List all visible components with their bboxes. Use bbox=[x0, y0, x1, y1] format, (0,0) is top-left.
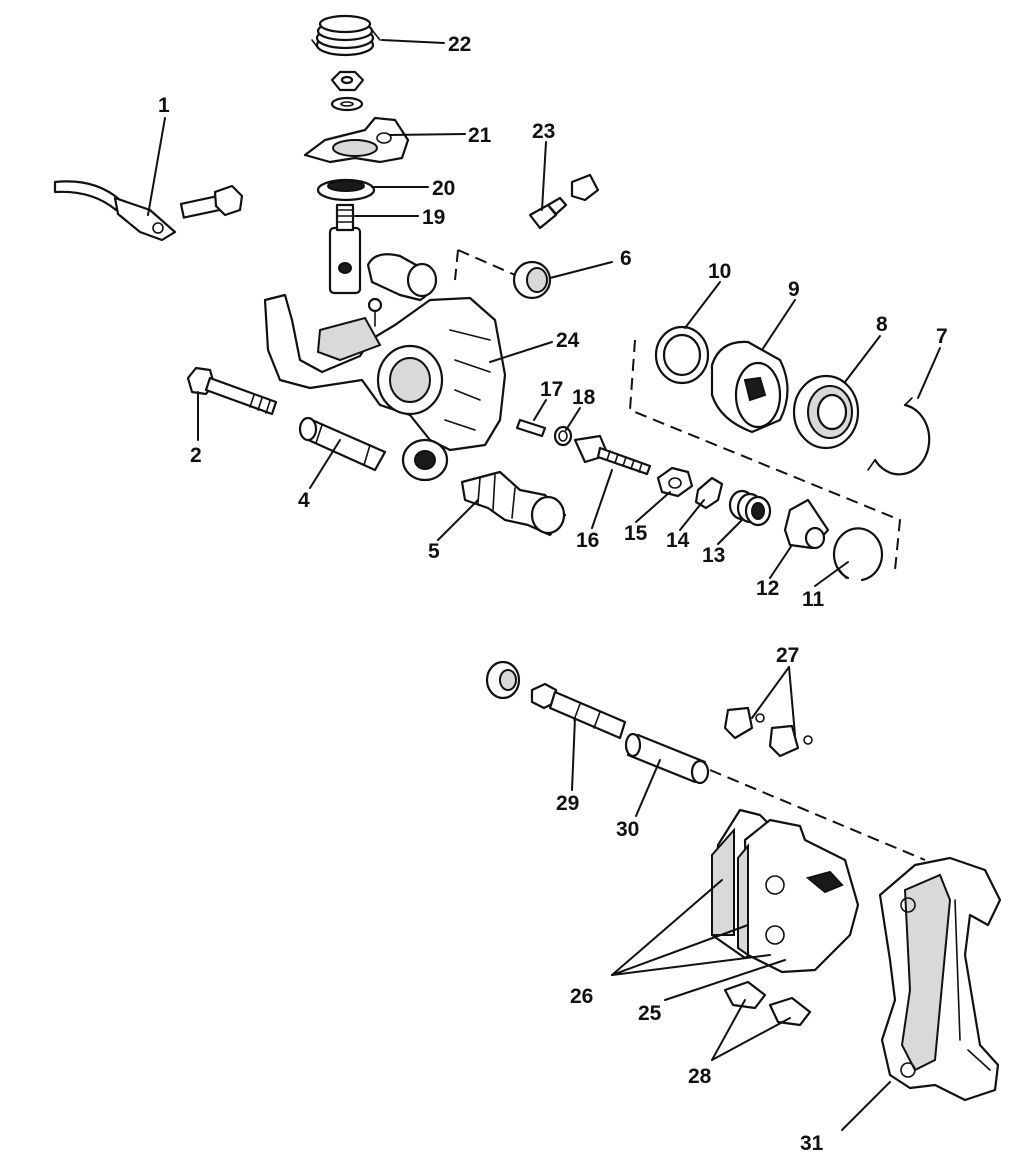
part-17-pin bbox=[515, 418, 547, 438]
callout-26: 26 bbox=[570, 985, 593, 1008]
callout-4: 4 bbox=[298, 489, 310, 512]
callout-31: 31 bbox=[800, 1132, 824, 1155]
callout-labels: 1 22 21 23 20 19 6 10 9 8 7 24 17 18 2 4… bbox=[158, 33, 948, 1155]
part-10-seal-ring bbox=[654, 325, 710, 385]
callout-13: 13 bbox=[702, 544, 725, 567]
part-31-carrier-bracket bbox=[878, 856, 1002, 1102]
callout-12: 12 bbox=[756, 577, 779, 600]
callout-8: 8 bbox=[876, 313, 888, 336]
callout-9: 9 bbox=[788, 278, 800, 301]
part-27-clips bbox=[723, 706, 813, 758]
part-30-sleeve bbox=[624, 732, 710, 785]
callout-1: 1 bbox=[158, 94, 170, 117]
callout-29: 29 bbox=[556, 792, 579, 815]
bleed-bracket bbox=[454, 249, 516, 281]
part-12-retainer bbox=[783, 498, 830, 550]
part-5-guide-boot bbox=[460, 470, 567, 537]
callout-7: 7 bbox=[936, 325, 948, 348]
callout-27: 27 bbox=[776, 644, 799, 667]
part-22-spring bbox=[311, 14, 381, 57]
callout-16: 16 bbox=[576, 529, 599, 552]
callout-15: 15 bbox=[624, 522, 648, 545]
part-18-o-ring bbox=[553, 425, 573, 447]
part-1-brake-hose bbox=[53, 180, 177, 242]
callout-5: 5 bbox=[428, 540, 440, 563]
assembly-line bbox=[709, 769, 926, 861]
callout-14: 14 bbox=[666, 529, 690, 552]
part-11-circlip bbox=[832, 527, 884, 582]
part-21-lever bbox=[303, 116, 410, 164]
callout-17: 17 bbox=[540, 378, 563, 401]
callout-30: 30 bbox=[616, 818, 639, 841]
part-9-piston bbox=[710, 340, 789, 434]
callout-25: 25 bbox=[638, 1002, 662, 1025]
part-28-clips bbox=[723, 980, 812, 1027]
part-2-bolt bbox=[186, 366, 278, 416]
callout-23: 23 bbox=[532, 120, 555, 143]
callout-22: 22 bbox=[448, 33, 471, 56]
callout-10: 10 bbox=[708, 260, 731, 283]
part-8-dust-seal bbox=[792, 374, 860, 450]
part-13-spring bbox=[728, 489, 772, 527]
callout-19: 19 bbox=[422, 206, 445, 229]
leader-lines bbox=[147, 39, 941, 1131]
part-23-bleed-valve bbox=[528, 173, 600, 230]
part-29-guide-pin bbox=[530, 682, 627, 740]
banjo-bolt bbox=[179, 184, 244, 219]
part-16-adjuster-screw bbox=[573, 434, 652, 476]
guide-pin-boot-lower bbox=[485, 660, 521, 700]
part-7-retaining-ring bbox=[867, 397, 931, 476]
callout-2: 2 bbox=[190, 444, 202, 467]
part-20-seal bbox=[316, 178, 376, 202]
callout-11: 11 bbox=[802, 588, 825, 611]
callout-18: 18 bbox=[572, 386, 596, 409]
callout-28: 28 bbox=[688, 1065, 712, 1088]
callout-20: 20 bbox=[432, 177, 455, 200]
part-15-washer bbox=[656, 466, 694, 498]
seal-kit-bracket bbox=[628, 339, 902, 571]
part-26-brake-pads bbox=[710, 808, 860, 974]
callout-6: 6 bbox=[620, 247, 632, 270]
part-6-boot bbox=[512, 260, 552, 300]
nut-and-washer bbox=[330, 70, 365, 112]
part-24-caliper-housing bbox=[263, 253, 507, 482]
part-4-sleeve bbox=[298, 416, 387, 472]
part-19-shaft bbox=[328, 203, 362, 295]
callout-24: 24 bbox=[556, 329, 580, 352]
callout-21: 21 bbox=[468, 124, 492, 147]
part-14-clip bbox=[694, 476, 724, 510]
